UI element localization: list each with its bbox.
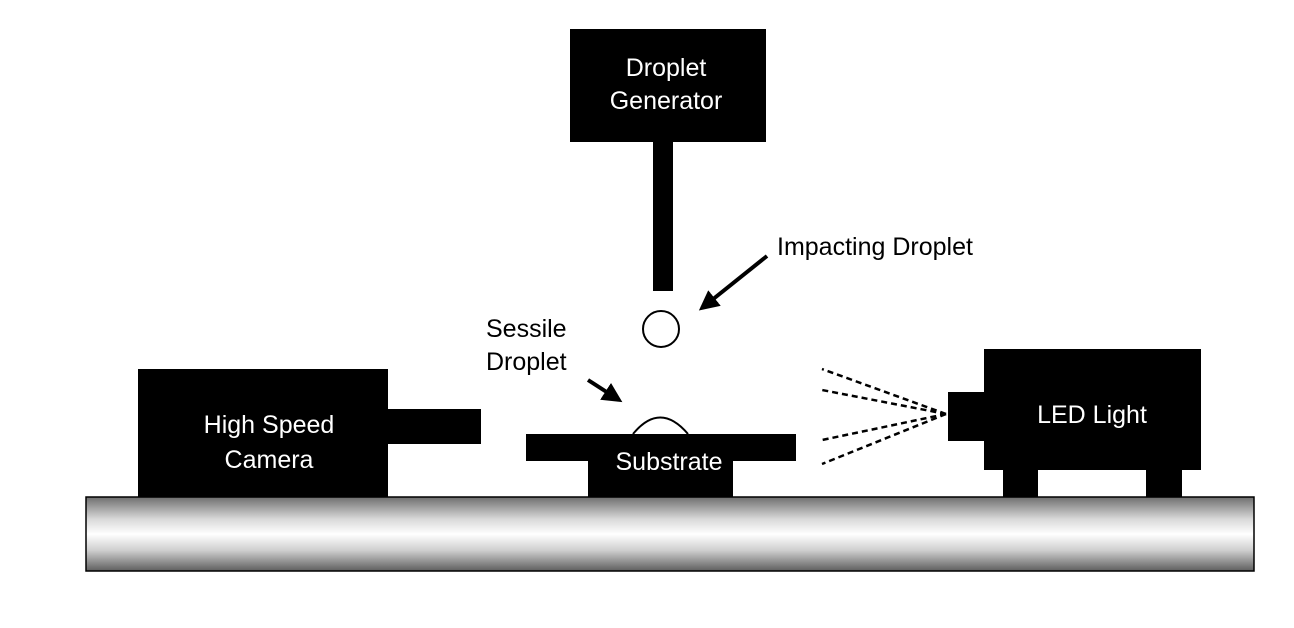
- led-light-leg-left: [1003, 470, 1038, 497]
- substrate-stand: [588, 461, 733, 497]
- light-ray: [821, 388, 947, 416]
- droplet-generator: Droplet Generator: [570, 29, 766, 291]
- substrate-top: [526, 434, 796, 461]
- light-rays: [821, 367, 947, 466]
- droplet-generator-needle: [653, 142, 673, 291]
- high-speed-camera: High Speed Camera: [138, 369, 481, 497]
- light-ray: [821, 412, 947, 466]
- led-light-leg-right: [1146, 470, 1182, 497]
- base-rail: [85, 496, 1255, 572]
- droplet-generator-box: [570, 29, 766, 142]
- led-light-label: LED Light: [1037, 401, 1147, 429]
- impacting-droplet-label: Impacting Droplet: [777, 233, 973, 261]
- light-ray: [821, 412, 947, 442]
- led-light-body: [984, 349, 1201, 470]
- sessile-droplet-arrow: [586, 378, 623, 403]
- impacting-droplet-arrow: [698, 254, 769, 311]
- camera-lens: [388, 409, 481, 444]
- led-light: LED Light: [948, 349, 1201, 497]
- impacting-droplet: [642, 310, 680, 348]
- camera-label-line1: High Speed: [204, 411, 335, 439]
- droplet-generator-label-line1: Droplet: [626, 54, 707, 82]
- camera-body: [138, 369, 388, 497]
- led-light-emitter: [948, 392, 984, 441]
- substrate: Substrate: [526, 434, 796, 497]
- sessile-droplet: [632, 416, 689, 435]
- substrate-label: Substrate: [615, 448, 722, 476]
- camera-label-line2: Camera: [225, 446, 314, 474]
- light-ray: [821, 367, 947, 416]
- sessile-droplet-label-line2: Droplet: [486, 348, 567, 376]
- sessile-droplet-label-line1: Sessile: [486, 315, 567, 343]
- droplet-generator-label-line2: Generator: [610, 87, 723, 115]
